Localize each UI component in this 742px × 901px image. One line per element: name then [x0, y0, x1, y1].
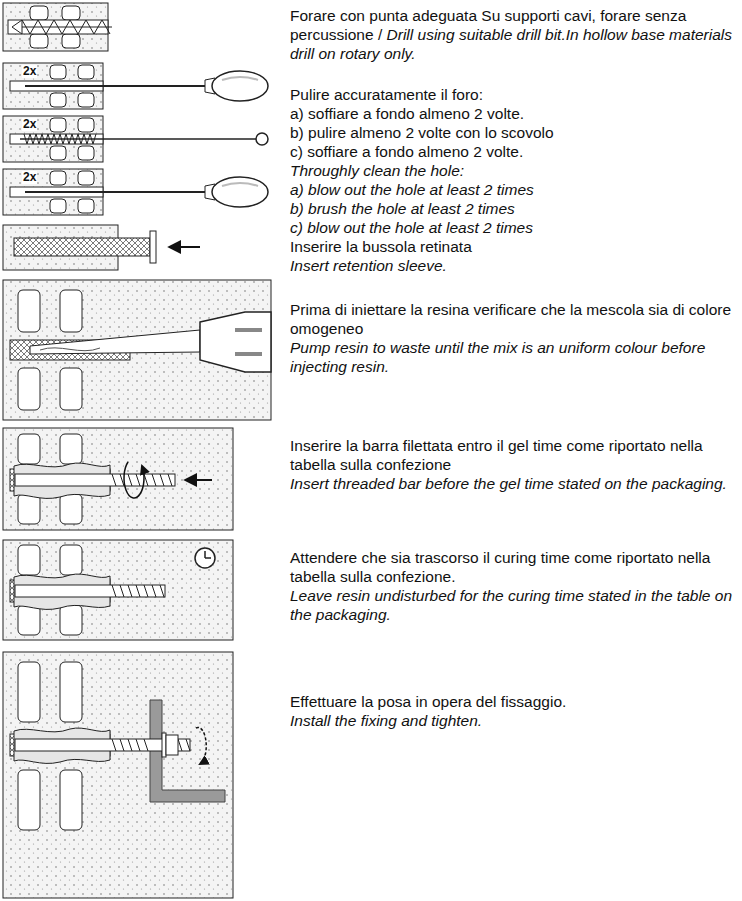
- english-text: Pump resin to waste until the mix is an …: [290, 338, 736, 376]
- english-text: a) blow out the hole at least 2 times: [290, 180, 736, 199]
- italian-text: Pulire accuratamente il foro:: [290, 85, 736, 104]
- clean-step: [3, 63, 268, 215]
- instruction-text: Attendere che sia trascorso il curing ti…: [290, 548, 736, 624]
- italian-text: Attendere che sia trascorso il curing ti…: [290, 548, 736, 586]
- english-text: c) blow out the hole at least 2 times: [290, 218, 736, 237]
- instruction-text: Inserire la barra filettata entro il gel…: [290, 436, 736, 493]
- inject-step: [3, 280, 271, 420]
- instruction-text: Prima di iniettare la resina verificare …: [290, 300, 736, 376]
- repeat-count: 2x: [22, 171, 37, 184]
- italian-text: Prima di iniettare la resina verificare …: [290, 300, 736, 338]
- cure-step: [3, 540, 233, 640]
- instruction-text: Pulire accuratamente il foro:a) soffiare…: [290, 85, 736, 275]
- italian-text: Inserire la bussola retinata: [290, 237, 736, 256]
- install-step: [3, 652, 233, 898]
- repeat-count: 2x: [22, 65, 37, 78]
- repeat-count: 2x: [22, 118, 37, 131]
- english-text: Insert retention sleeve.: [290, 256, 736, 275]
- italian-text: Inserire la barra filettata entro il gel…: [290, 436, 736, 474]
- english-text: Leave resin undisturbed for the curing t…: [290, 586, 736, 624]
- english-text: b) brush the hole at least 2 times: [290, 199, 736, 218]
- english-text: Insert threaded bar before the gel time …: [290, 474, 736, 493]
- insert-bar-step: [3, 428, 233, 530]
- drill-step: [3, 3, 112, 51]
- english-text: Throughly clean the hole:: [290, 161, 736, 180]
- instruction-text: Forare con punta adeguata Su supporti ca…: [290, 6, 736, 63]
- italian-text: Effettuare la posa in opera del fissaggi…: [290, 692, 736, 711]
- italian-text: b) pulire almeno 2 volte con lo scovolo: [290, 123, 736, 142]
- italian-text: c) soffiare a fondo almeno 2 volte.: [290, 142, 736, 161]
- english-text: Install the fixing and tighten.: [290, 711, 736, 730]
- italian-text: a) soffiare a fondo almeno 2 volte.: [290, 104, 736, 123]
- sleeve-step: [3, 225, 200, 270]
- instruction-text: Effettuare la posa in opera del fissaggi…: [290, 692, 736, 730]
